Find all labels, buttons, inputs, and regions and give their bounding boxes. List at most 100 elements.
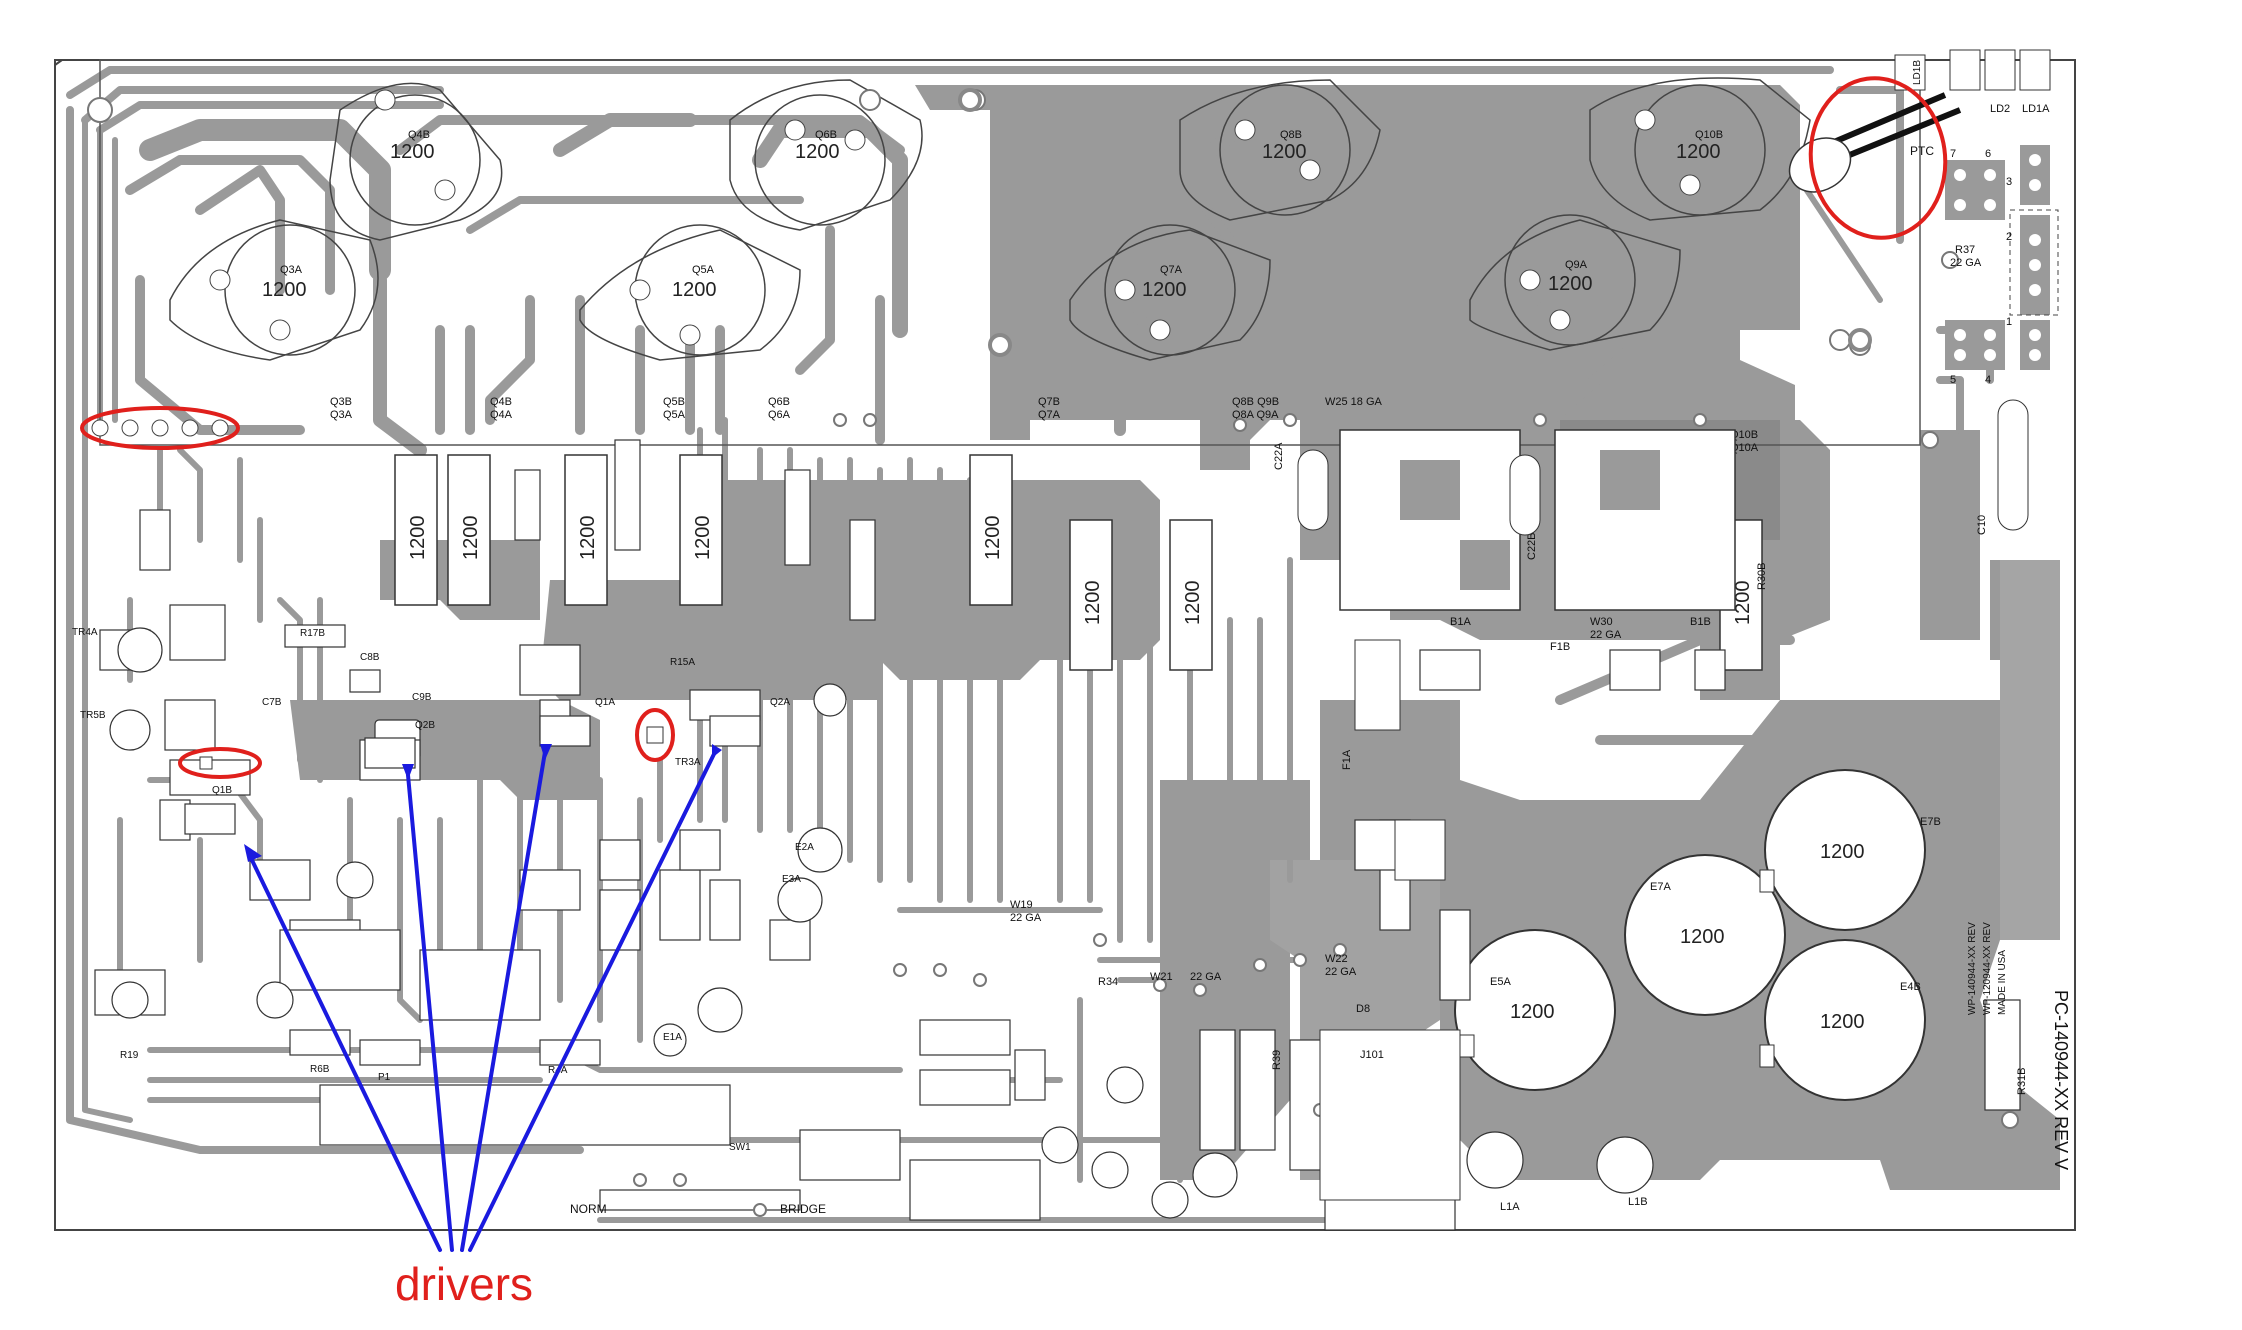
pointer-line-q2b	[406, 773, 454, 1252]
resistor-r27a-value: 1200	[1082, 581, 1104, 626]
board-id: PC-140944-XX REV V	[2051, 990, 2071, 1170]
label-l1b: L1B	[1628, 1196, 1648, 1208]
label-d8: D8	[1356, 1003, 1370, 1015]
fuses-and-connectors: J101 F1A L1A L1B D8 W21 22 GA W22 22 GA …	[1010, 639, 2028, 1213]
copper-traces	[66, 66, 1994, 1223]
emitter-resistors: 1200 1200 1200 1200 1200 1200 1200 1200 …	[394, 429, 1768, 671]
label-e2a: E2A	[795, 842, 814, 853]
label-q2a: Q2A	[770, 697, 790, 708]
label-tr3a: TR3A	[675, 757, 701, 768]
resistor-r26b-value: 1200	[460, 516, 482, 561]
resistor-r23a-value: 1200	[577, 516, 599, 561]
label-sw1: SW1	[729, 1142, 751, 1153]
label-e1a: E1A	[663, 1032, 682, 1043]
label-w21: W21	[1150, 971, 1173, 983]
transistor-q9a: Q9A 1200	[1469, 214, 1681, 351]
label-c9b: C9B	[412, 692, 432, 703]
board-note-3: MADE IN USA	[1997, 950, 2008, 1015]
board-note-2: WP-120944-XX REV	[1982, 922, 1993, 1015]
small-round-components	[109, 627, 1654, 1219]
label-r31b: R31B	[2016, 1067, 2028, 1095]
q10b-value: 1200	[1676, 141, 1721, 163]
label-b1b: B1B	[1690, 616, 1711, 628]
e5a-value: 1200	[1510, 1001, 1555, 1023]
pin-3: 3	[2006, 176, 2012, 188]
label-c7b: C7B	[262, 697, 282, 708]
pin-2: 2	[2006, 231, 2012, 243]
heatsink-outline	[99, 59, 1921, 446]
pointer-line-q1b	[248, 854, 442, 1252]
q6b-ref: Q6B	[815, 129, 837, 141]
label-w30-ga: 22 GA	[1590, 629, 1622, 641]
resistor-r24b: 1200	[394, 454, 438, 606]
label-q5a: Q5A	[663, 409, 686, 421]
q10b-ref: Q10B	[1695, 129, 1723, 141]
label-c8b: C8B	[360, 652, 380, 663]
q8b-ref: Q8B	[1280, 129, 1302, 141]
pin-4: 4	[1985, 374, 1991, 386]
highlight-ptc	[1808, 76, 1948, 240]
label-w25: W25 18 GA	[1325, 396, 1383, 408]
resistor-r28b: 1200	[969, 454, 1013, 606]
q3a-value: 1200	[262, 279, 307, 301]
transistor-q5a: Q5A 1200	[579, 224, 801, 361]
driver-transistors	[184, 715, 761, 835]
drivers-caption: drivers	[395, 1258, 533, 1310]
label-e3a: E3A	[782, 874, 801, 885]
capacitor-e7a: E7A 1200	[1624, 854, 1786, 1016]
highlighted-parts	[91, 419, 664, 770]
label-q3a: Q3A	[330, 409, 353, 421]
e7b-ref: E7B	[1920, 816, 1941, 828]
label-q6b: Q6B	[768, 396, 790, 408]
board-note-1: WP-140944-XX REV	[1967, 922, 1978, 1015]
label-r37-ga: 22 GA	[1950, 257, 1982, 269]
label-ptc: PTC	[1910, 144, 1934, 158]
q7a-value: 1200	[1142, 279, 1187, 301]
transistor-q8b: Q8B 1200	[1179, 79, 1381, 221]
label-tr4a: TR4A	[72, 627, 98, 638]
label-r30b: R30B	[1756, 562, 1768, 590]
q4b-ref: Q4B	[408, 129, 430, 141]
pointer-line-q1a	[460, 750, 547, 1252]
resistor-r23a: 1200	[564, 454, 608, 606]
label-ld2: LD2	[1990, 103, 2010, 115]
pin-5: 5	[1950, 374, 1956, 386]
capacitor-e5a: E5A 1200	[1454, 929, 1616, 1091]
label-tr5b: TR5B	[80, 710, 106, 721]
label-r37: R37	[1955, 244, 1975, 256]
label-p1: P1	[378, 1072, 391, 1083]
e7a-value: 1200	[1680, 926, 1725, 948]
highlight-r36a	[635, 708, 675, 762]
label-r19: R19	[120, 1050, 139, 1061]
q9a-ref: Q9A	[1565, 259, 1588, 271]
label-q8b-q9b: Q8B Q9B	[1232, 396, 1279, 408]
e5a-ref: E5A	[1490, 976, 1511, 988]
e4b-value: 1200	[1820, 1011, 1865, 1033]
q5a-ref: Q5A	[692, 264, 715, 276]
label-ld1a: LD1A	[2022, 103, 2050, 115]
label-w21-ga: 22 GA	[1190, 971, 1222, 983]
q9a-value: 1200	[1548, 273, 1593, 295]
label-q5b: Q5B	[663, 396, 685, 408]
q3a-ref: Q3A	[280, 264, 303, 276]
label-q6a: Q6A	[768, 409, 791, 421]
e7a-ref: E7A	[1650, 881, 1671, 893]
label-r6b: R6B	[310, 1064, 330, 1075]
transistor-q4b: Q4B 1200	[329, 82, 503, 241]
mounting-holes	[958, 88, 1872, 357]
label-w22: W22	[1325, 953, 1348, 965]
label-f1b: F1B	[1550, 641, 1570, 653]
transistor-q3a: Q3A 1200	[169, 219, 379, 361]
label-l1a: L1A	[1500, 1201, 1520, 1213]
q7a-ref: Q7A	[1160, 264, 1183, 276]
label-c10: C10	[1976, 515, 1988, 535]
label-q3b: Q3B	[330, 396, 352, 408]
label-q4b: Q4B	[490, 396, 512, 408]
label-c22a: C22A	[1273, 442, 1285, 470]
label-w30: W30	[1590, 616, 1613, 628]
filter-capacitors: E7B 1200 E7A 1200 E5A 1200 E4B 1200	[1454, 769, 1941, 1101]
capacitor-e7b: E7B 1200	[1764, 769, 1941, 931]
label-ld1b: LD1B	[1912, 60, 1923, 85]
label-b1a: B1A	[1450, 616, 1471, 628]
